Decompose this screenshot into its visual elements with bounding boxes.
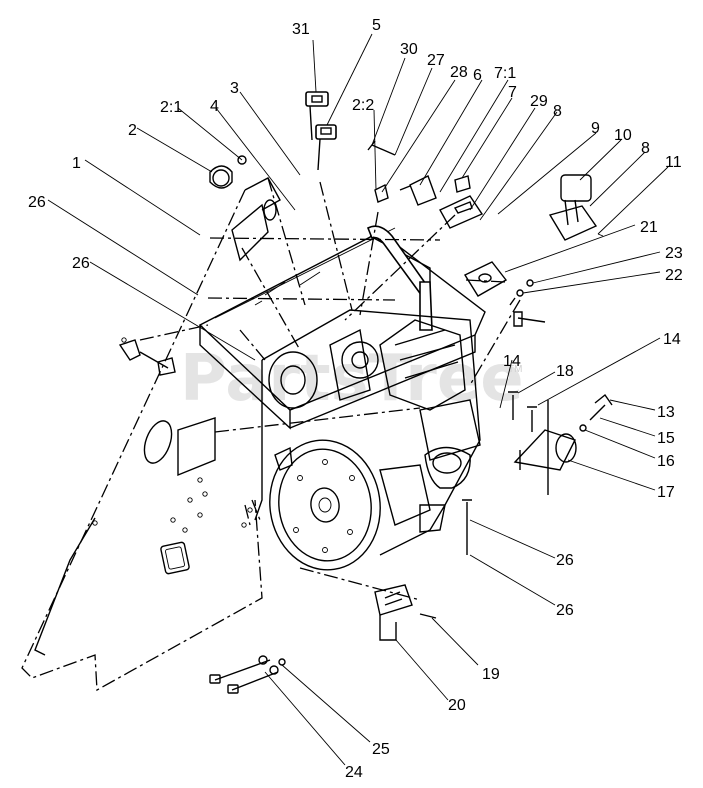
callout-22: 22 <box>665 267 683 284</box>
small-parts <box>118 91 613 694</box>
callout-11: 11 <box>665 154 682 171</box>
top-shelf <box>198 199 486 430</box>
side-panel <box>21 177 281 692</box>
callout-8-relay: 8 <box>641 140 650 157</box>
callout-26-upper-left: 26 <box>28 194 46 211</box>
callout-23: 23 <box>665 245 683 262</box>
leader-lines <box>47 33 669 766</box>
callout-17: 17 <box>657 484 675 501</box>
callout-13: 13 <box>657 404 675 421</box>
callout-26-left: 26 <box>72 255 90 272</box>
callout-28: 28 <box>450 64 468 81</box>
callout-14-right: 14 <box>663 331 681 348</box>
callout-10: 10 <box>614 127 632 144</box>
assembly-guide-lines <box>139 177 521 601</box>
callout-2-2: 2:2 <box>352 97 374 114</box>
callout-9: 9 <box>591 120 600 137</box>
callout-30: 30 <box>400 41 418 58</box>
callout-18: 18 <box>556 363 574 380</box>
watermark-tm: TM <box>508 364 522 375</box>
callout-7-1: 7:1 <box>494 65 516 82</box>
callout-16: 16 <box>657 453 675 470</box>
callout-20: 20 <box>448 697 466 714</box>
flywheel <box>269 439 381 571</box>
callout-7: 7 <box>508 84 517 101</box>
engine-block <box>254 309 481 556</box>
callout-2: 2 <box>128 122 137 139</box>
callout-14-center: 14 <box>503 353 521 370</box>
callout-29: 29 <box>530 93 548 110</box>
callout-26-lower: 26 <box>556 552 574 569</box>
callout-31: 31 <box>292 21 310 38</box>
callout-1: 1 <box>72 155 81 172</box>
callout-2-1: 2:1 <box>160 99 182 116</box>
callout-4: 4 <box>210 98 219 115</box>
callout-19: 19 <box>482 666 500 683</box>
callout-25: 25 <box>372 741 390 758</box>
callout-26-bottom: 26 <box>556 602 574 619</box>
callout-15: 15 <box>657 430 675 447</box>
callout-24: 24 <box>345 764 363 781</box>
callout-6: 6 <box>473 67 482 84</box>
callout-3: 3 <box>230 80 239 97</box>
callout-8-upper: 8 <box>553 103 562 120</box>
callout-21: 21 <box>640 219 658 236</box>
callout-5: 5 <box>372 17 381 34</box>
callout-27: 27 <box>427 52 445 69</box>
callout-labels: 31 5 30 27 28 6 7:1 7 29 8 2:2 3 2:1 4 2… <box>28 17 683 781</box>
